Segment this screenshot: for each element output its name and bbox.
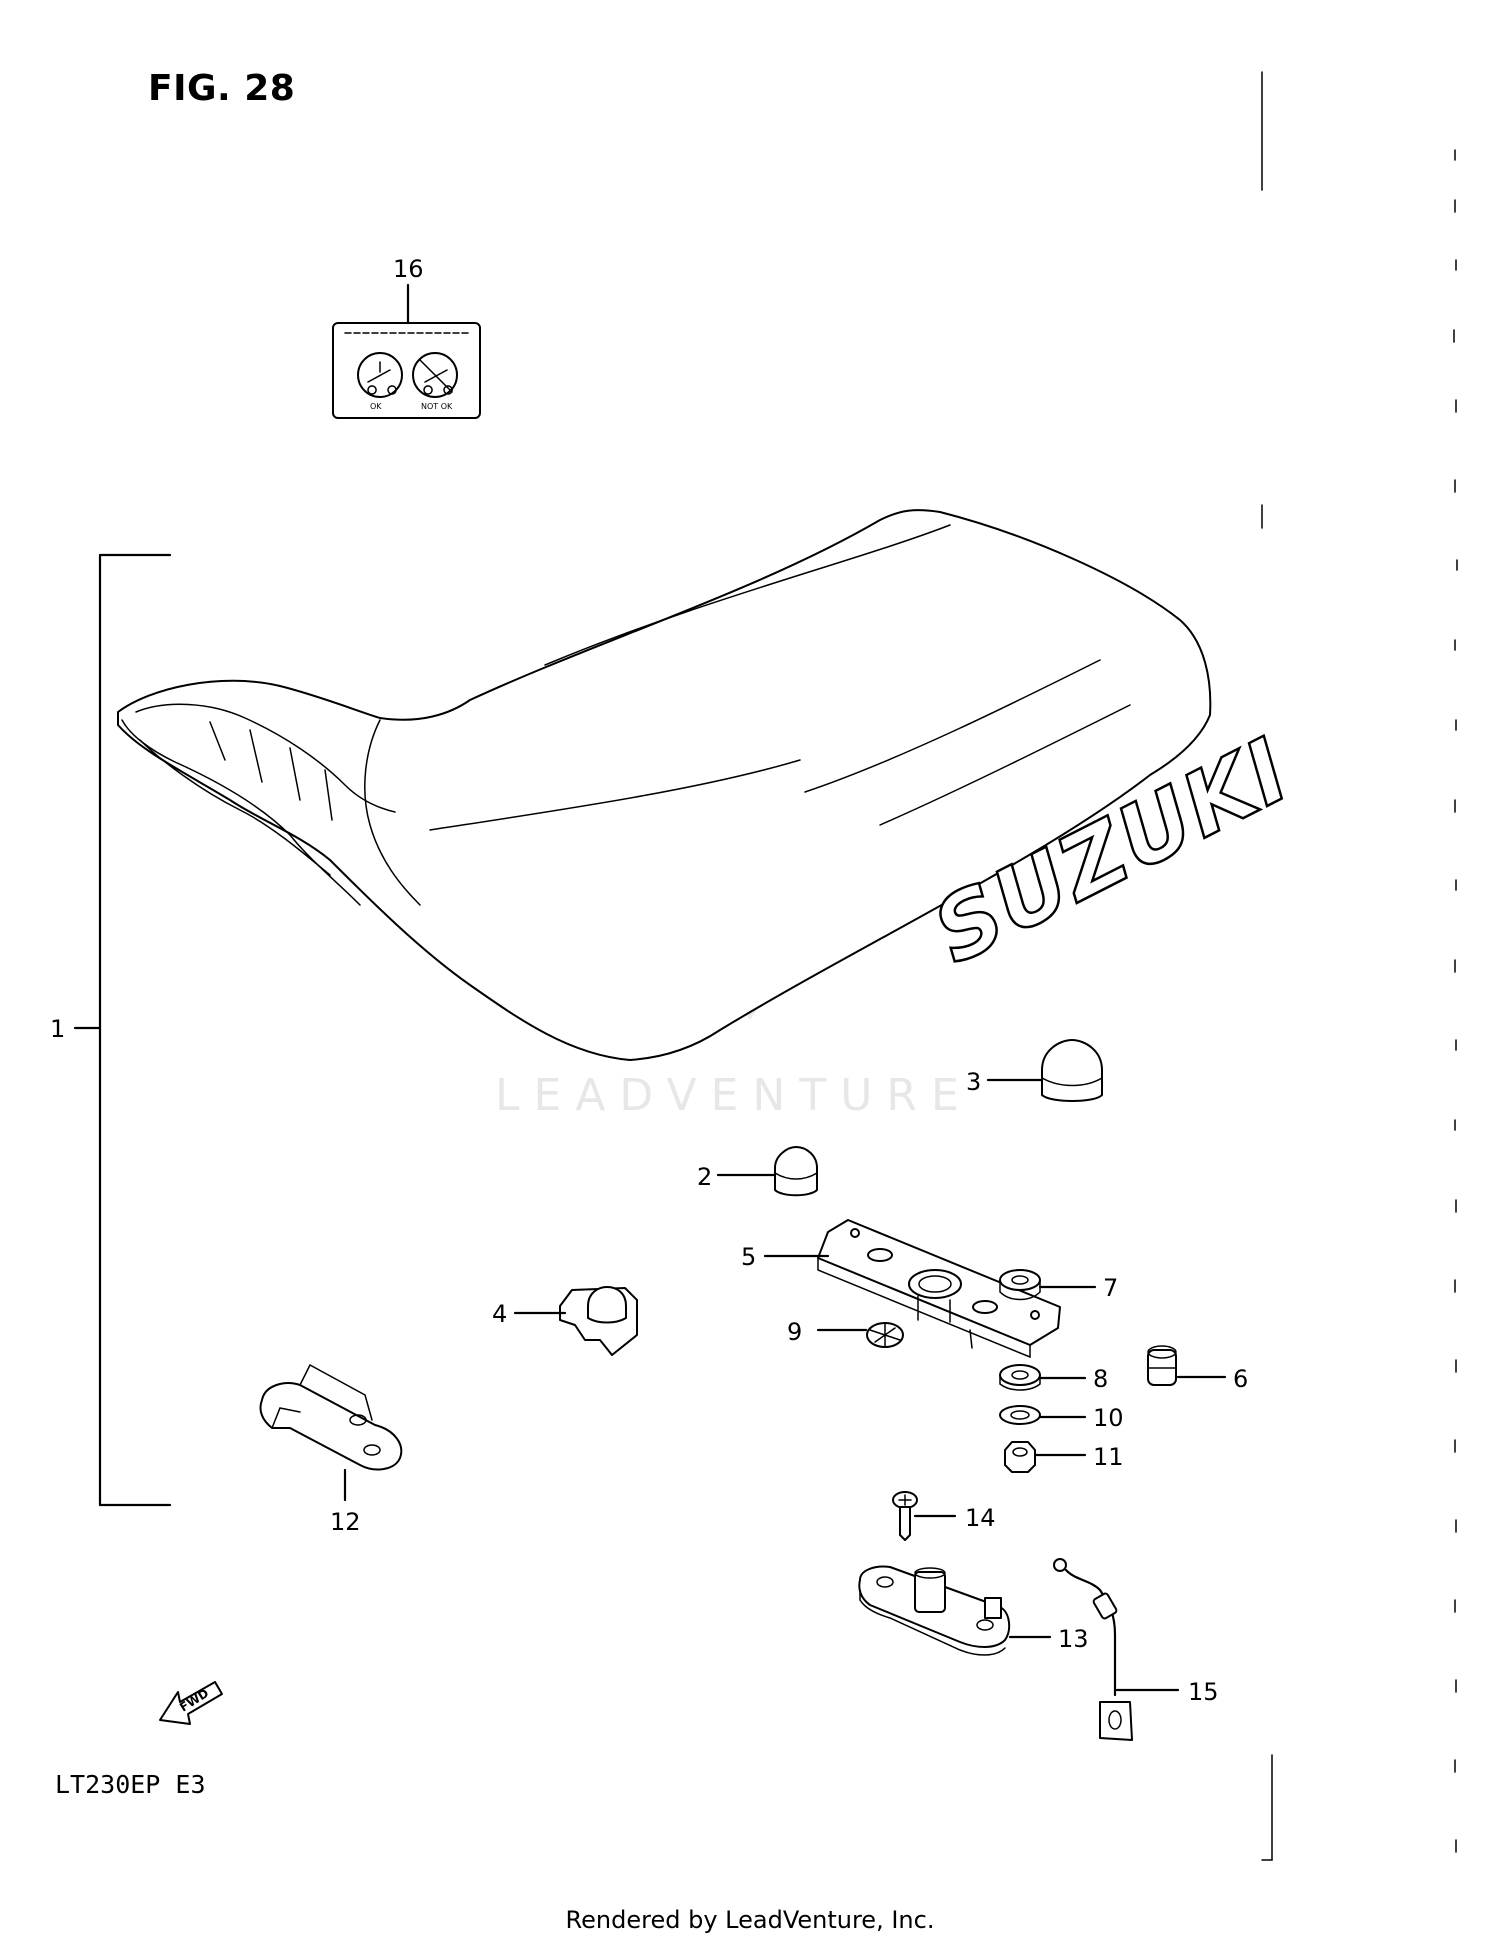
washer-7: 7 xyxy=(999,1269,1118,1302)
cable-15: 15 xyxy=(1053,1558,1219,1741)
callout-12: 12 xyxy=(330,1508,361,1536)
callout-5: 5 xyxy=(741,1243,756,1271)
label-not-ok-text: NOT OK xyxy=(421,402,453,411)
figure-title: FIG. 28 xyxy=(148,68,296,109)
footer-credit: Rendered by LeadVenture, Inc. xyxy=(565,1906,935,1934)
seat-assembly: SUZUKI xyxy=(117,509,1307,1061)
scan-edge-marks xyxy=(1261,71,1458,1861)
callout-9: 9 xyxy=(787,1318,802,1346)
label-ok-text: OK xyxy=(370,402,382,411)
callout-13: 13 xyxy=(1058,1625,1089,1653)
clip-4: 4 xyxy=(492,1286,638,1356)
callout-10: 10 xyxy=(1093,1404,1124,1432)
callout-15: 15 xyxy=(1188,1678,1219,1706)
grommet-6: 6 xyxy=(1147,1345,1248,1393)
callout-3: 3 xyxy=(966,1068,981,1096)
callout-8: 8 xyxy=(1093,1365,1108,1393)
callout-11: 11 xyxy=(1093,1443,1124,1471)
nut-9: 9 xyxy=(787,1318,904,1348)
callout-16: 16 xyxy=(393,255,424,283)
watermark-text: LEADVENTURE xyxy=(495,1070,973,1121)
bracket-12: 12 xyxy=(259,1363,403,1536)
latch-13: 13 xyxy=(858,1565,1089,1656)
screw-14: 14 xyxy=(892,1491,996,1541)
model-code: LT230EP E3 xyxy=(55,1770,206,1799)
callout-6: 6 xyxy=(1233,1365,1248,1393)
seat-assembly-bracket: 1 xyxy=(50,553,172,1507)
warning-label-16: OK NOT OK 16 xyxy=(332,255,481,419)
fwd-arrow-icon: FWD xyxy=(159,1681,223,1725)
callout-2: 2 xyxy=(697,1163,712,1191)
washer-8: 8 xyxy=(999,1364,1108,1393)
callout-1: 1 xyxy=(50,1015,65,1043)
callout-4: 4 xyxy=(492,1300,507,1328)
cap-2: 2 xyxy=(697,1146,818,1197)
cap-3: 3 xyxy=(966,1039,1103,1102)
washer-10: 10 xyxy=(999,1404,1124,1432)
callout-14: 14 xyxy=(965,1504,996,1532)
callout-7: 7 xyxy=(1103,1274,1118,1302)
seat-bracket-5: 5 xyxy=(741,1219,1061,1359)
nut-11: 11 xyxy=(1004,1441,1124,1473)
